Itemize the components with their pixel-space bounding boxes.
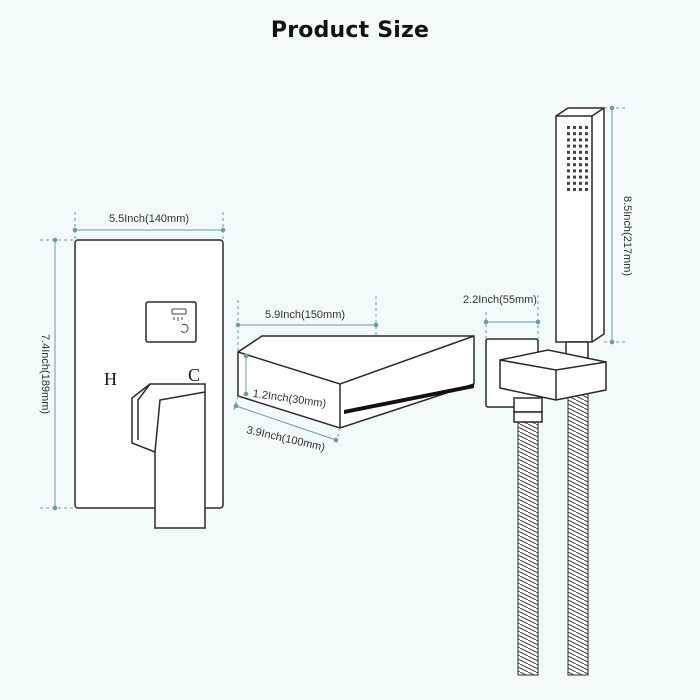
hose-fitting [513, 397, 543, 423]
page-title: Product Size [270, 18, 430, 43]
spray-nozzle [567, 126, 570, 129]
hand-shower [555, 107, 605, 343]
spray-nozzle [573, 175, 576, 179]
holder-width-label: 2.2Inch(55mm) [463, 294, 537, 306]
spray-nozzle [573, 157, 576, 160]
valve-width-dimension [72, 212, 226, 240]
spray-nozzle [579, 163, 582, 167]
hand-shower-length-dimension [604, 105, 625, 345]
spout-depth-label: 3.9Inch(100mm) [245, 424, 326, 454]
spray-nozzle [579, 138, 582, 142]
hot-label: H [104, 369, 117, 389]
spray-nozzle [585, 126, 588, 129]
spray-nozzle [573, 138, 576, 142]
spray-nozzle [567, 144, 570, 148]
valve-width-label: 5.5Inch(140mm) [109, 213, 189, 225]
spray-nozzle [585, 138, 588, 142]
spray-nozzle [585, 150, 588, 154]
diverter-button [145, 301, 197, 343]
spray-nozzle [573, 169, 576, 173]
valve-height-label: 7.4Inch(189mm) [39, 334, 51, 414]
spray-nozzle [573, 132, 576, 136]
spray-nozzle [579, 181, 582, 185]
spout-depth-dimension [233, 395, 341, 445]
spray-nozzle [573, 126, 576, 129]
spout-length-label: 5.9Inch(150mm) [265, 309, 345, 321]
valve-height-dimension [40, 237, 75, 511]
spray-nozzle [585, 169, 588, 173]
wall-holder [485, 338, 607, 408]
spray-nozzle [567, 138, 570, 142]
spray-nozzle [567, 169, 570, 173]
holder-width-dimension [483, 295, 541, 339]
spray-nozzle [585, 175, 588, 179]
spray-nozzle [567, 175, 570, 179]
spray-nozzle [573, 181, 576, 185]
spray-nozzles [567, 126, 588, 191]
cold-label: C [188, 365, 200, 385]
shower-hose [517, 355, 589, 676]
spray-nozzle [585, 132, 588, 136]
spray-nozzle [585, 157, 588, 160]
spout-height-dimension [243, 353, 249, 397]
waterfall-spout [237, 335, 475, 429]
spray-nozzle [585, 163, 588, 167]
spray-nozzle [573, 163, 576, 167]
spray-nozzle [573, 150, 576, 154]
spray-nozzle [579, 175, 582, 179]
shower-diverter-icon [171, 308, 189, 333]
spray-nozzle [579, 126, 582, 129]
hand-shower-length-label: 8.5Inch(217mm) [621, 196, 633, 276]
spray-nozzle [567, 157, 570, 160]
spray-nozzle [579, 157, 582, 160]
spray-nozzle [579, 144, 582, 148]
spray-nozzle [585, 188, 588, 191]
spray-nozzle [567, 188, 570, 191]
spray-nozzle [585, 144, 588, 148]
spray-nozzle [585, 181, 588, 185]
lever-handle [131, 383, 206, 529]
spray-nozzle [567, 181, 570, 185]
spray-nozzle [567, 132, 570, 136]
spray-nozzle [573, 144, 576, 148]
spout-length-dimension [235, 296, 379, 352]
spray-nozzle [579, 188, 582, 191]
spray-nozzle [579, 132, 582, 136]
spray-nozzle [579, 169, 582, 173]
spray-nozzle [579, 150, 582, 154]
spray-nozzle [573, 188, 576, 191]
spout-outlet-slot [344, 384, 474, 414]
spray-nozzle [567, 150, 570, 154]
spray-nozzle [567, 163, 570, 167]
